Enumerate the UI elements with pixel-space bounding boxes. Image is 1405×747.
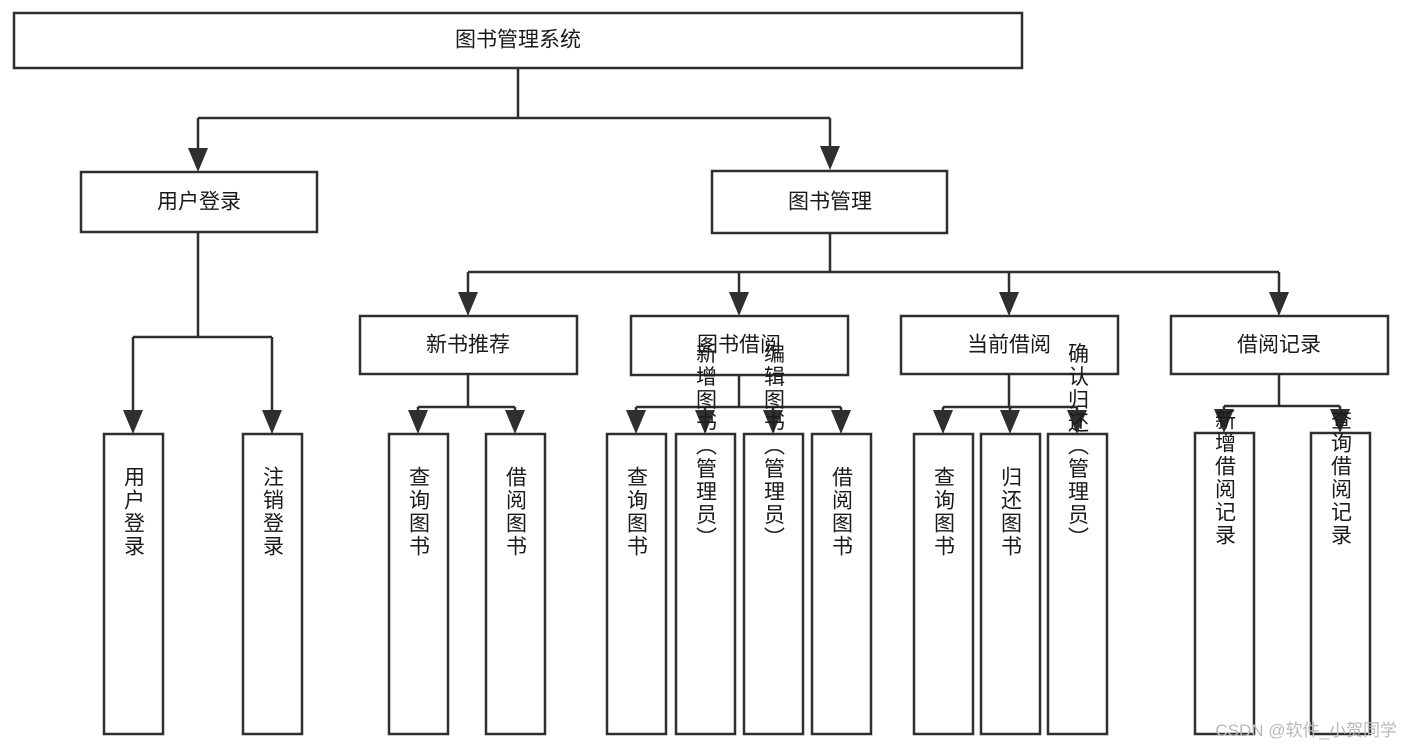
arrowhead-leaf-add-record	[1214, 409, 1234, 433]
node-book-management-label: 图书管理	[788, 191, 872, 214]
node-leaf-confirm-return[interactable]: 确认归还（管理员）	[1046, 343, 1109, 736]
arrowhead-book-borrow	[729, 292, 749, 316]
arrowhead-leaf-return-book	[1000, 410, 1020, 434]
node-leaf-borrow-book-2[interactable]: 借阅图书	[810, 432, 873, 736]
arrowhead-leaf-query-book-1	[408, 410, 428, 434]
node-leaf-return-book[interactable]: 归还图书	[979, 432, 1042, 736]
arrowhead-new-book-recommend	[458, 292, 478, 316]
node-leaf-confirm-return-label: 确认归还（管理员）	[1066, 343, 1090, 550]
node-leaf-user-login-label: 用户登录	[122, 466, 146, 558]
node-leaf-return-book-box[interactable]	[979, 432, 1042, 736]
node-user-login-label: 用户登录	[157, 191, 241, 214]
arrowhead-book-management	[820, 146, 840, 170]
arrowhead-borrow-record	[1269, 292, 1289, 316]
node-leaf-edit-book[interactable]: 编辑图书（管理员）	[742, 343, 805, 736]
node-current-borrow-label: 当前借阅	[967, 334, 1051, 357]
node-leaf-add-book[interactable]: 新增图书（管理员）	[674, 343, 737, 736]
node-leaf-query-record[interactable]: 查询借阅记录	[1309, 409, 1372, 736]
node-book-management[interactable]: 图书管理	[710, 169, 949, 235]
node-leaf-return-book-label: 归还图书	[999, 466, 1023, 558]
node-new-book-recommend-label: 新书推荐	[426, 334, 510, 357]
node-leaf-edit-book-box[interactable]	[742, 432, 805, 736]
node-root-box[interactable]	[12, 11, 1024, 70]
node-leaf-add-book-label: 新增图书（管理员）	[694, 343, 718, 550]
arrowhead-leaf-confirm-return	[1067, 410, 1087, 434]
node-leaf-query-record-box[interactable]	[1309, 431, 1372, 736]
node-leaf-query-book-2-box[interactable]	[605, 432, 668, 736]
node-leaf-borrow-book-2-label: 借阅图书	[830, 466, 854, 558]
arrowhead-leaf-borrow-book-1	[505, 410, 525, 434]
node-leaf-query-record-label: 查询借阅记录	[1329, 409, 1353, 547]
node-root[interactable]: 图书管理系统	[12, 11, 1024, 70]
arrowhead-layer	[123, 146, 1350, 434]
node-borrow-record[interactable]: 借阅记录	[1169, 314, 1390, 376]
node-leaf-query-book-1-box[interactable]	[387, 432, 450, 736]
node-leaf-query-book-3[interactable]: 查询图书	[912, 432, 975, 736]
node-user-login[interactable]: 用户登录	[79, 170, 319, 234]
node-leaf-user-logout[interactable]: 注销登录	[241, 432, 304, 736]
node-leaf-borrow-book-1-box[interactable]	[484, 432, 547, 736]
arrowhead-leaf-edit-book	[763, 410, 783, 434]
arrowhead-leaf-query-book-3	[933, 410, 953, 434]
node-leaf-query-book-1-label: 查询图书	[407, 466, 431, 558]
node-leaf-user-logout-label: 注销登录	[261, 466, 285, 558]
node-leaf-query-book-1[interactable]: 查询图书	[387, 432, 450, 736]
csdn-watermark: CSDN @软件_小贺同学	[1215, 721, 1397, 740]
node-leaf-query-book-3-box[interactable]	[912, 432, 975, 736]
arrowhead-current-borrow	[999, 292, 1019, 316]
node-leaf-query-book-2-label: 查询图书	[625, 466, 649, 558]
node-leaf-borrow-book-1[interactable]: 借阅图书	[484, 432, 547, 736]
node-leaf-user-logout-box[interactable]	[241, 432, 304, 736]
node-leaf-borrow-book-1-label: 借阅图书	[504, 466, 528, 558]
node-new-book-recommend[interactable]: 新书推荐	[358, 314, 579, 376]
node-leaf-query-book-2[interactable]: 查询图书	[605, 432, 668, 736]
node-leaf-user-login[interactable]: 用户登录	[102, 432, 165, 736]
arrowhead-leaf-query-book-2	[626, 410, 646, 434]
node-book-management-box[interactable]	[710, 169, 949, 235]
node-root-label: 图书管理系统	[455, 29, 581, 52]
node-leaf-borrow-book-2-box[interactable]	[810, 432, 873, 736]
arrowhead-leaf-user-logout	[262, 410, 282, 434]
arrowhead-leaf-query-record	[1330, 409, 1350, 433]
node-new-book-recommend-box[interactable]	[358, 314, 579, 376]
arrowhead-leaf-add-book	[695, 410, 715, 434]
node-leaf-add-record-label: 新增借阅记录	[1213, 409, 1237, 547]
arrowhead-leaf-borrow-book-2	[831, 410, 851, 434]
node-leaf-query-book-3-label: 查询图书	[932, 466, 956, 558]
node-book-borrow-box[interactable]	[629, 314, 850, 377]
node-leaf-user-login-box[interactable]	[102, 432, 165, 736]
node-book-borrow-label: 图书借阅	[697, 334, 781, 357]
arrowhead-leaf-user-login	[123, 410, 143, 434]
node-leaf-edit-book-label: 编辑图书（管理员）	[762, 343, 786, 550]
node-borrow-record-label: 借阅记录	[1237, 334, 1321, 357]
node-borrow-record-box[interactable]	[1169, 314, 1390, 376]
arrowhead-user-login	[188, 148, 208, 172]
node-leaf-add-book-box[interactable]	[674, 432, 737, 736]
node-current-borrow-box[interactable]	[899, 314, 1120, 376]
node-leaf-add-record[interactable]: 新增借阅记录	[1193, 409, 1256, 736]
node-book-borrow[interactable]: 图书借阅	[629, 314, 850, 377]
node-leaf-confirm-return-box[interactable]	[1046, 432, 1109, 736]
node-user-login-box[interactable]	[79, 170, 319, 234]
node-leaf-add-record-box[interactable]	[1193, 431, 1256, 736]
node-current-borrow[interactable]: 当前借阅	[899, 314, 1120, 376]
